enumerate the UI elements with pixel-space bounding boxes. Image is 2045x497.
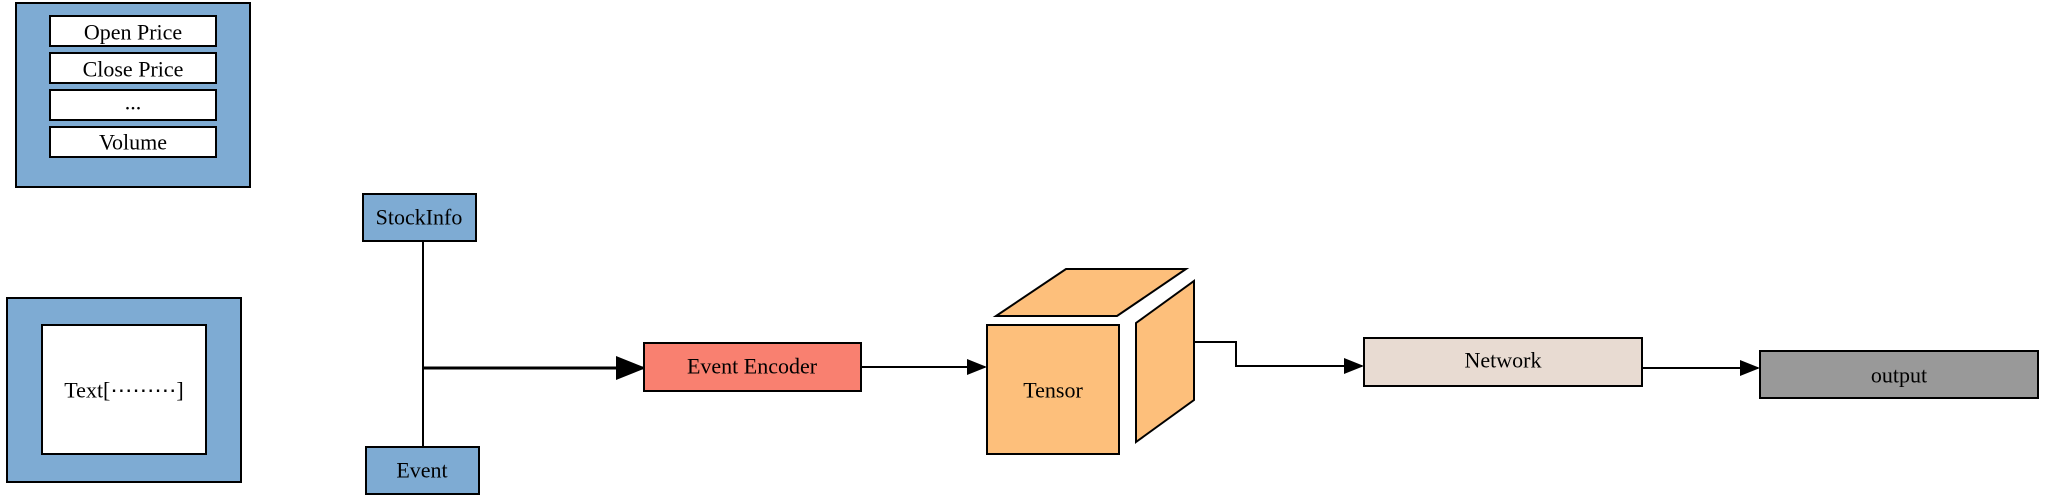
event-label: Event	[396, 458, 447, 483]
field-volume: Volume	[49, 126, 217, 158]
stockinfo-node: StockInfo	[362, 193, 477, 242]
network-label: Network	[1465, 348, 1542, 373]
field-close-price-label: Close Price	[83, 57, 184, 82]
tensor-top-face	[992, 268, 1190, 317]
field-open-price-label: Open Price	[84, 20, 182, 45]
field-volume-label: Volume	[99, 130, 167, 155]
stock-data-panel: Open Price Close Price ... Volume	[15, 2, 251, 188]
tensor-side-face	[1135, 279, 1195, 444]
event-node: Event	[365, 446, 480, 495]
field-ellipsis: ...	[49, 89, 217, 121]
tensor-front-face	[986, 324, 1120, 455]
field-ellipsis-label: ...	[125, 90, 142, 115]
text-panel-inner-box	[41, 324, 207, 455]
output-label: output	[1871, 363, 1927, 388]
field-close-price: Close Price	[49, 52, 217, 84]
tensor-label: Tensor	[1023, 378, 1083, 403]
stockinfo-label: StockInfo	[376, 205, 463, 230]
network-node: Network	[1363, 337, 1643, 387]
event-encoder-label: Event Encoder	[687, 354, 818, 379]
text-panel-label: Text[⋯⋯⋯]	[64, 378, 183, 403]
text-panel: Text[⋯⋯⋯]	[6, 297, 242, 483]
tensor-to-network-arrow	[1194, 341, 1364, 374]
tensor-cube: Tensor	[986, 268, 1195, 455]
field-open-price: Open Price	[49, 15, 217, 47]
event-encoder-node: Event Encoder	[643, 342, 862, 392]
output-node: output	[1759, 350, 2039, 399]
